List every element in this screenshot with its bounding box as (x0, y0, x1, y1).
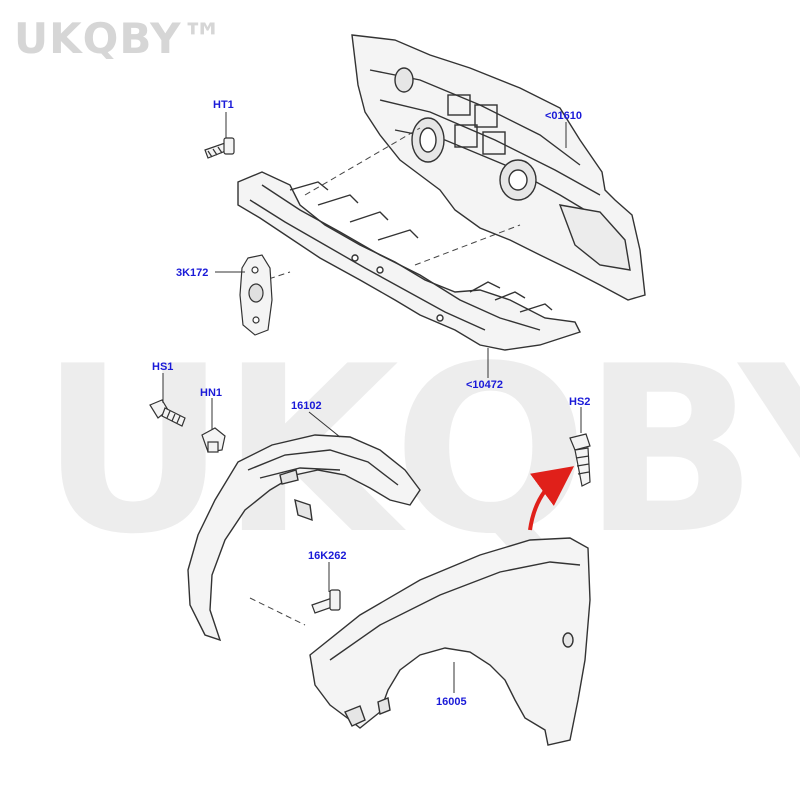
leader-lines (162, 112, 582, 693)
label-16102: 16102 (291, 400, 322, 412)
label-hs2: HS2 (569, 396, 590, 408)
dash-panel-insulator (351, 34, 646, 301)
label-ht1: HT1 (213, 99, 234, 111)
hs1-bolt (149, 399, 186, 427)
watermark-center: UKQBY™ (40, 318, 800, 585)
label-10472: <10472 (466, 379, 503, 391)
label-hn1: HN1 (200, 387, 222, 399)
3k172-bracket (239, 254, 273, 336)
front-fender (309, 537, 591, 746)
hs2-bolt (569, 433, 591, 487)
ht1-bolt (204, 137, 235, 159)
label-01610: <01610 (545, 110, 582, 122)
label-16k262: 16K262 (308, 550, 347, 562)
label-hs1: HS1 (152, 361, 173, 373)
cross-car-beam (237, 171, 581, 351)
hn1-clip (201, 427, 226, 453)
16k262-fastener (311, 589, 341, 614)
label-16005: 16005 (436, 696, 467, 708)
watermark-corner: UKQBY™ (14, 14, 225, 63)
callout-labels: HT1 <01610 3K172 HS1 <10472 HN1 16102 HS… (152, 99, 590, 708)
install-arrow (528, 466, 575, 531)
label-3k172: 3K172 (176, 267, 208, 279)
wheel-arch-liner (187, 434, 421, 642)
